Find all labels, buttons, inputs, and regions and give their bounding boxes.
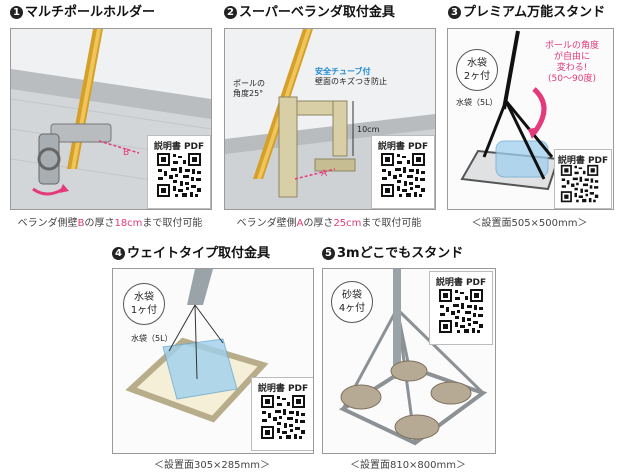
caption-text: の厚さ xyxy=(303,218,334,229)
weight-bracket-illustration xyxy=(125,269,269,423)
number-badge: 1 xyxy=(10,6,23,19)
3m-stand-illustration xyxy=(338,269,488,446)
qr-label: 説明書 PDF xyxy=(557,156,609,166)
number-badge: 4 xyxy=(112,247,125,260)
qr-code-icon xyxy=(156,152,202,198)
badge-line: 1ヶ付 xyxy=(130,305,158,316)
badge-line: 2ヶ付 xyxy=(463,71,491,82)
product-title-text: 3mどこでもスタンド xyxy=(337,246,464,261)
qr-code-icon xyxy=(438,288,484,334)
caption-text: ベランダ壁側 xyxy=(236,218,297,229)
tube-note-title: 安全チューブ付 xyxy=(315,67,371,76)
height-note: 10cm xyxy=(357,125,380,134)
badge-line: 4ヶ付 xyxy=(338,303,366,314)
manual-pdf-qr[interactable]: 説明書 PDF xyxy=(554,149,612,209)
tube-note-sub: 壁面のキズつき防止 xyxy=(315,77,387,86)
angle-text-line: が自由に xyxy=(553,52,590,62)
accessory-badge: 砂袋 4ヶ付 xyxy=(331,281,373,323)
dimension-label-b: B xyxy=(123,148,130,158)
product-title-text: マルチポールホルダー xyxy=(25,5,156,20)
product-image: 砂袋 4ヶ付 説明書 PDF xyxy=(322,268,496,454)
angle-text-line: ポールの角度 xyxy=(544,41,599,51)
product-title-text: ウェイトタイプ取付金具 xyxy=(127,246,271,261)
bag-note: 水袋（5L） xyxy=(131,334,173,343)
qr-label: 説明書 PDF xyxy=(377,142,429,152)
angle-note: ポールの 角度25° xyxy=(233,79,265,99)
number-badge: 3 xyxy=(448,6,461,19)
mount-caption: ベランダ側壁Bの厚さ18cmまで取付可能 xyxy=(10,214,210,229)
tube-note: 安全チューブ付 壁面のキズつき防止 xyxy=(315,67,387,87)
install-area-caption: ＜設置面810×800mm＞ xyxy=(349,460,467,471)
angle-feature-note: ポールの角度 が自由に 変わる! (50〜90度) xyxy=(536,41,608,85)
badge-line: 水袋 xyxy=(134,292,154,303)
qr-label: 説明書 PDF xyxy=(435,278,487,288)
caption-text: まで取付可能 xyxy=(361,218,422,229)
product-title-text: プレミアム万能スタンド xyxy=(463,5,606,20)
number-badge: 2 xyxy=(224,6,237,19)
angle-text-line: 変わる! xyxy=(556,63,588,73)
badge-line: 砂袋 xyxy=(342,290,362,301)
manual-pdf-qr[interactable]: 説明書 PDF xyxy=(371,135,435,209)
qr-label: 説明書 PDF xyxy=(257,384,309,394)
caption-text: まで取付可能 xyxy=(142,218,203,229)
caption-letter: A xyxy=(296,218,304,229)
angle-note-line: ポールの xyxy=(233,79,265,88)
bag-note: 水袋（5L） xyxy=(456,98,498,107)
install-area-caption: ＜設置面505×500mm＞ xyxy=(471,218,588,229)
caption-value: 18cm xyxy=(114,218,143,229)
caption-value: 25cm xyxy=(333,218,362,229)
product-image: 水袋 2ヶ付 水袋（5L） ポールの角度 が自由に 変わる! (50〜90度) 説… xyxy=(447,28,614,210)
product-image: B 説明書 PDF xyxy=(10,28,212,210)
qr-label: 説明書 PDF xyxy=(153,142,205,152)
qr-code-icon xyxy=(260,394,306,440)
angle-text-line: (50〜90度) xyxy=(548,74,596,84)
qr-code-icon xyxy=(560,164,600,204)
product-image: ポールの 角度25° 安全チューブ付 壁面のキズつき防止 10cm A 説明書 … xyxy=(224,28,436,210)
product-image: 水袋 1ヶ付 水袋（5L） 説明書 PDF xyxy=(112,268,314,454)
manual-pdf-qr[interactable]: 説明書 PDF xyxy=(251,377,313,451)
accessory-badge: 水袋 1ヶ付 xyxy=(123,283,165,325)
qr-code-icon xyxy=(380,152,426,198)
caption-text: ベランダ側壁 xyxy=(17,218,78,229)
premium-stand-illustration xyxy=(460,30,560,191)
product-title-text: スーパーベランダ取付金具 xyxy=(239,5,395,20)
manual-pdf-qr[interactable]: 説明書 PDF xyxy=(147,135,211,209)
number-badge: 5 xyxy=(322,247,335,260)
caption-text: の厚さ xyxy=(84,218,115,229)
angle-note-line: 角度25° xyxy=(233,89,264,98)
caption-letter: B xyxy=(77,218,85,229)
manual-pdf-qr[interactable]: 説明書 PDF xyxy=(429,271,493,345)
accessory-badge: 水袋 2ヶ付 xyxy=(456,49,498,91)
mount-caption: ベランダ壁側Aの厚さ25cmまで取付可能 xyxy=(224,214,434,229)
dimension-label-a: A xyxy=(321,169,328,179)
badge-line: 水袋 xyxy=(467,58,487,69)
install-area-caption: ＜設置面305×285mm＞ xyxy=(153,460,271,471)
